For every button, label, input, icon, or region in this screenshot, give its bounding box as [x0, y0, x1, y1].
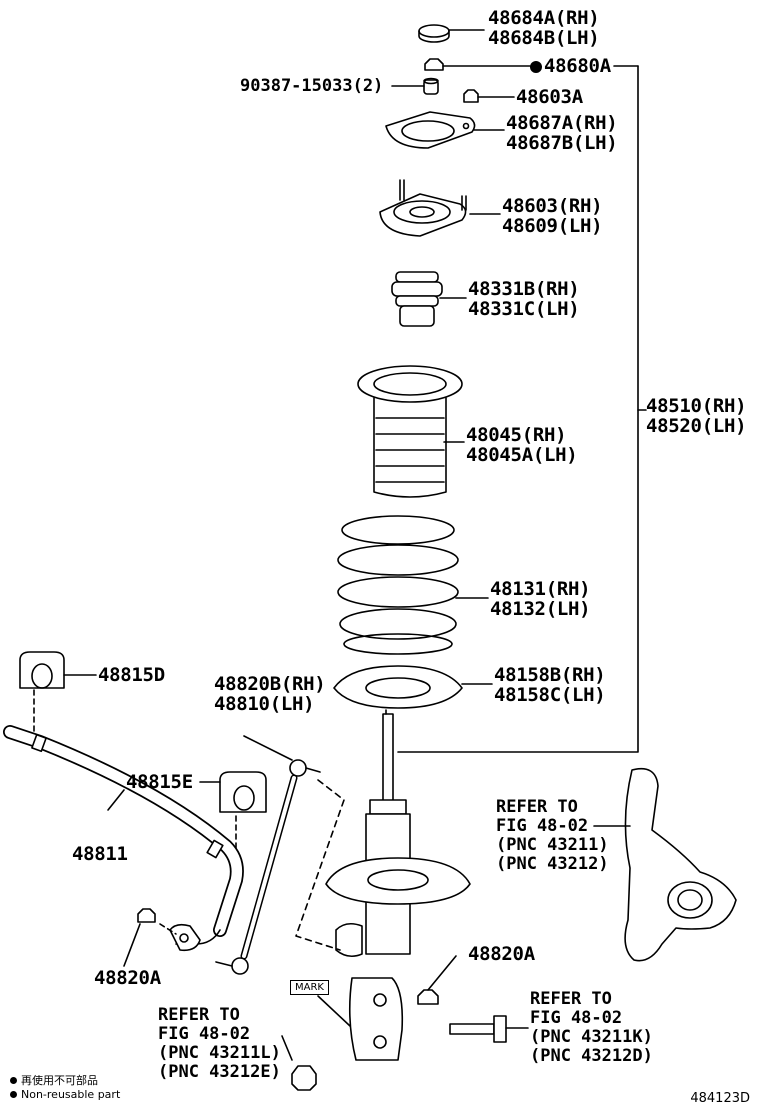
refer-note-bottom-left-line1: REFER TO	[158, 1005, 240, 1025]
mark-label: MARK	[290, 980, 329, 995]
refer-note-right: REFER TO FIG 48-02 (PNC 43211) (PNC 4321…	[496, 798, 609, 874]
label-48045A: 48045A(LH)	[466, 444, 578, 466]
label-48158B: 48158B(RH)	[494, 664, 606, 686]
legend-text-jp: 再使用不可部品	[21, 1074, 98, 1087]
nut-48680A-part	[424, 58, 444, 71]
label-48680A-text: 48680A	[544, 55, 611, 77]
non-reusable-dot-icon	[530, 61, 542, 73]
coil-spring-48131-part	[337, 515, 459, 655]
refer-note-bottom-left: REFER TO FIG 48-02 (PNC 43211L) (PNC 432…	[158, 1006, 281, 1082]
nut-bottom-left-part	[291, 1065, 317, 1091]
label-48810: 48810(LH)	[214, 693, 315, 715]
refer-note-right-line2: FIG 48-02	[496, 816, 589, 836]
legend-text-en: Non-reusable part	[21, 1088, 121, 1101]
label-48603A: 48603A	[516, 86, 583, 108]
refer-note-bottom-left-line2: FIG 48-02	[158, 1024, 251, 1044]
refer-note-bottom-right: REFER TO FIG 48-02 (PNC 43211K) (PNC 432…	[530, 990, 653, 1066]
refer-note-bottom-left-line3: (PNC 43211L)	[158, 1043, 281, 1063]
label-48131: 48131(RH)	[490, 578, 591, 600]
label-48820A-right: 48820A	[468, 943, 535, 965]
refer-note-bottom-left-line4: (PNC 43212E)	[158, 1062, 281, 1082]
label-48811: 48811	[72, 843, 128, 865]
strut-mount-48603-part	[379, 179, 467, 237]
label-48331C: 48331C(LH)	[468, 298, 580, 320]
legend-line-en: Non-reusable part	[10, 1088, 120, 1102]
label-48609: 48609(LH)	[502, 215, 603, 237]
bushing-48815E-part	[219, 771, 267, 813]
label-48815D: 48815D	[98, 664, 165, 686]
refer-note-bottom-right-line1: REFER TO	[530, 989, 612, 1009]
collar-90387-part	[423, 77, 439, 95]
legend: 再使用不可部品 Non-reusable part	[10, 1074, 120, 1102]
label-48680A: 48680A	[530, 56, 611, 77]
nut-48820A-right-part	[417, 989, 439, 1005]
label-48520: 48520(LH)	[646, 415, 747, 437]
spring-insulator-48158-part	[333, 665, 463, 709]
refer-note-right-line1: REFER TO	[496, 797, 578, 817]
label-48684A: 48684A(RH)	[488, 7, 600, 29]
label-48158C: 48158C(LH)	[494, 684, 606, 706]
diagram-code: 484123D	[690, 1091, 750, 1106]
bolt-part	[449, 1015, 507, 1043]
refer-note-right-line3: (PNC 43211)	[496, 835, 609, 855]
stabilizer-bar-48811-part	[3, 725, 244, 945]
bump-boot-48045-part	[357, 365, 463, 498]
legend-dot-icon	[10, 1077, 17, 1084]
label-48687B: 48687B(LH)	[506, 132, 618, 154]
label-48815E: 48815E	[126, 771, 193, 793]
bump-stopper-48331-part	[391, 271, 443, 327]
label-48331B: 48331B(RH)	[468, 278, 580, 300]
cap-48684-part	[418, 24, 450, 43]
legend-dot-icon	[10, 1091, 17, 1098]
label-48132: 48132(LH)	[490, 598, 591, 620]
refer-note-bottom-right-line2: FIG 48-02	[530, 1008, 623, 1028]
legend-line-jp: 再使用不可部品	[10, 1074, 120, 1088]
stabilizer-link-48820B-part	[215, 759, 321, 975]
label-48603: 48603(RH)	[502, 195, 603, 217]
label-48820A-left: 48820A	[94, 967, 161, 989]
nut-48820A-left-part	[137, 908, 156, 923]
label-48510: 48510(RH)	[646, 395, 747, 417]
label-48684B: 48684B(LH)	[488, 27, 600, 49]
refer-note-right-line4: (PNC 43212)	[496, 854, 609, 874]
label-48820B: 48820B(RH)	[214, 673, 326, 695]
bushing-48815D-part	[19, 651, 65, 689]
bar-end-part	[169, 923, 201, 952]
steering-knuckle-part	[624, 767, 737, 962]
nut-48603A-part	[463, 89, 479, 103]
refer-note-bottom-right-line3: (PNC 43211K)	[530, 1027, 653, 1047]
shock-absorber-48510-part	[325, 709, 471, 1061]
label-90387: 90387-15033(2)	[240, 76, 384, 96]
label-48687A: 48687A(RH)	[506, 112, 618, 134]
label-48045: 48045(RH)	[466, 424, 567, 446]
refer-note-bottom-right-line4: (PNC 43212D)	[530, 1046, 653, 1066]
plate-48687-part	[385, 111, 476, 149]
